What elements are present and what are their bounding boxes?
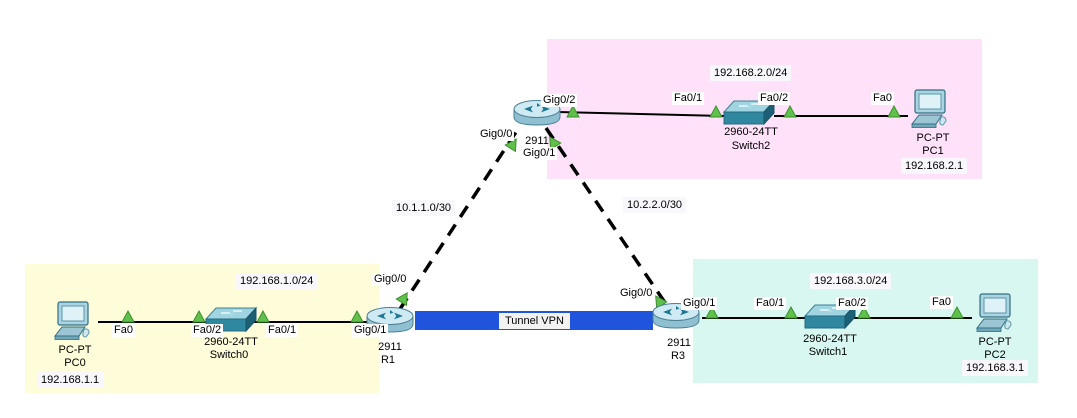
- port-label-r2-gig0-0: Gig0/0: [478, 128, 515, 141]
- port-label-switch1-fa0-1: Fa0/1: [754, 297, 787, 310]
- port-label-r2-gig0-1: Gig0/1: [521, 147, 558, 160]
- vpn-tunnel-label: Tunnel VPN: [499, 313, 570, 329]
- link-status-up-arrow: [705, 305, 719, 319]
- copper-straight-link-r2-switch2[interactable]: [557, 111, 725, 117]
- port-label-switch1-fa0-2: Fa0/2: [836, 297, 869, 310]
- subnet-note-lan2: 192.168.2.0/24: [710, 65, 792, 81]
- device-name-switch0: Switch0: [209, 349, 249, 361]
- link-status-up-arrow: [121, 309, 135, 323]
- link-status-up-arrow: [784, 305, 798, 319]
- device-name-switch2: Switch2: [731, 140, 771, 152]
- subnet-note-wan1: 10.1.1.0/30: [392, 200, 456, 216]
- device-model-pc1: PC-PT: [916, 132, 950, 144]
- port-label-switch0-fa0-2: Fa0/2: [191, 324, 224, 337]
- port-label-r1-gig0-0: Gig0/0: [372, 273, 409, 286]
- device-name-pc0: PC0: [64, 357, 86, 369]
- device-model-pc0: PC-PT: [58, 344, 92, 356]
- device-model-r1: 2911: [378, 341, 402, 353]
- subnet-note-wan2: 10.2.2.0/30: [623, 197, 687, 213]
- subnet-note-lan3: 192.168.3.0/24: [810, 273, 892, 289]
- device-model-r2: 2911: [525, 135, 549, 147]
- link-status-up-arrow: [504, 138, 517, 153]
- port-label-switch0-fa0-1: Fa0/1: [266, 324, 299, 337]
- link-status-up-arrow: [566, 104, 580, 118]
- device-name-pc2: PC2: [984, 349, 1006, 361]
- pc-icon-pc0[interactable]: [48, 301, 98, 343]
- port-label-switch2-fa0-1: Fa0/1: [672, 92, 705, 105]
- port-label-r1-gig0-1: Gig0/1: [352, 324, 389, 337]
- link-status-up-arrow: [783, 104, 797, 118]
- link-status-up-arrow: [395, 292, 408, 307]
- link-status-up-arrow: [857, 305, 871, 319]
- link-status-up-arrow: [350, 309, 364, 323]
- ip-note-pc0: 192.168.1.1: [37, 372, 104, 388]
- device-model-switch1: 2960-24TT: [803, 333, 857, 345]
- link-status-up-arrow: [887, 104, 901, 118]
- port-label-r2-gig0-2: Gig0/2: [541, 94, 578, 107]
- device-name-switch1: Switch1: [808, 346, 848, 358]
- port-label-r3-gig0-1: Gig0/1: [681, 297, 718, 310]
- port-label-pc2-fa0: Fa0: [930, 296, 953, 309]
- port-label-pc0-fa0: Fa0: [112, 324, 135, 337]
- link-status-up-arrow: [549, 136, 562, 151]
- device-model-pc2: PC-PT: [978, 336, 1012, 348]
- port-label-pc1-fa0: Fa0: [871, 92, 894, 105]
- copper-crossover-link-r2-r3[interactable]: [544, 127, 670, 308]
- device-model-r3: 2911: [667, 337, 691, 349]
- port-label-r3-gig0-0: Gig0/0: [618, 287, 655, 300]
- link-status-up-arrow: [950, 305, 964, 319]
- device-model-switch2: 2960-24TT: [724, 126, 778, 138]
- port-label-switch2-fa0-2: Fa0/2: [758, 92, 791, 105]
- ip-note-pc1: 192.168.2.1: [901, 158, 968, 174]
- pc-icon-pc1[interactable]: [905, 89, 955, 131]
- pc-icon-pc2[interactable]: [970, 293, 1020, 335]
- device-name-r1: R1: [380, 354, 396, 366]
- subnet-note-lan1: 192.168.1.0/24: [236, 273, 318, 289]
- device-name-pc1: PC1: [922, 145, 944, 157]
- link-status-arrows: [121, 104, 964, 323]
- link-status-up-arrow: [709, 104, 723, 118]
- ip-note-pc2: 192.168.3.1: [962, 360, 1029, 376]
- link-status-up-arrow: [192, 309, 206, 323]
- link-status-up-arrow: [256, 309, 270, 323]
- copper-crossover-link-r1-r2[interactable]: [398, 125, 522, 310]
- device-model-switch0: 2960-24TT: [204, 336, 258, 348]
- device-name-r3: R3: [670, 350, 686, 362]
